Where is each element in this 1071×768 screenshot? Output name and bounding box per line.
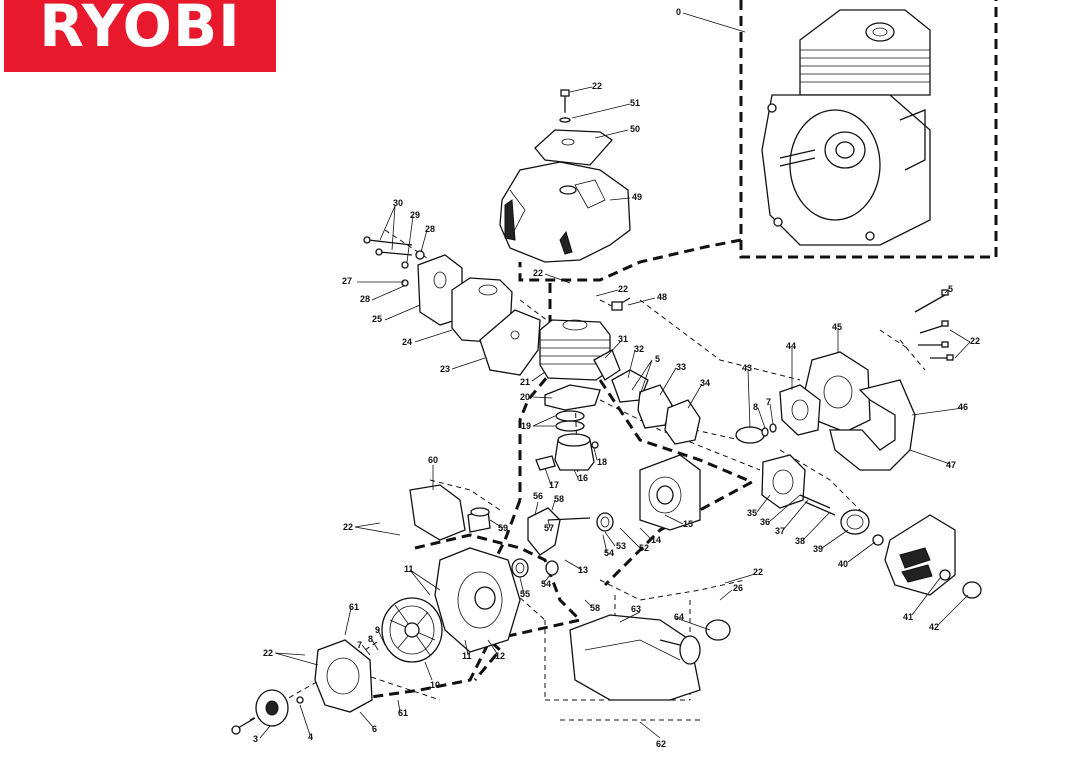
part-label: 0 bbox=[676, 7, 681, 17]
part-label: 47 bbox=[946, 460, 956, 470]
part-label: 43 bbox=[742, 363, 752, 373]
part-label: 23 bbox=[440, 364, 450, 374]
part-label: 22 bbox=[343, 522, 353, 532]
part-label: 58 bbox=[554, 494, 564, 504]
part-label: 22 bbox=[753, 567, 763, 577]
part-label: 30 bbox=[393, 198, 403, 208]
part-label: 12 bbox=[495, 651, 505, 661]
part-label: 29 bbox=[410, 210, 420, 220]
part-label: 54 bbox=[541, 579, 551, 589]
part-label: 51 bbox=[630, 98, 640, 108]
part-label: 8 bbox=[368, 634, 373, 644]
part-label: 11 bbox=[462, 651, 472, 661]
part-label: 52 bbox=[639, 543, 649, 553]
part-label: 24 bbox=[402, 337, 412, 347]
part-label: 38 bbox=[795, 536, 805, 546]
part-label: 20 bbox=[520, 392, 530, 402]
part-label: 22 bbox=[618, 284, 628, 294]
part-label: 11 bbox=[404, 564, 414, 574]
part-labels: 0 22 51 50 49 30 29 28 27 28 25 24 23 22… bbox=[253, 7, 980, 749]
part-label: 22 bbox=[533, 268, 543, 278]
part-label: 45 bbox=[832, 322, 842, 332]
part-label: 31 bbox=[618, 334, 628, 344]
part-label: 9 bbox=[375, 625, 380, 635]
part-label: 13 bbox=[578, 565, 588, 575]
part-label: 53 bbox=[616, 541, 626, 551]
part-label: 58 bbox=[590, 603, 600, 613]
part-label: 34 bbox=[700, 378, 710, 388]
part-label: 7 bbox=[357, 640, 362, 650]
part-label: 4 bbox=[308, 732, 313, 742]
part-label: 22 bbox=[970, 336, 980, 346]
part-label: 62 bbox=[656, 739, 666, 749]
part-label: 22 bbox=[263, 648, 273, 658]
part-label: 48 bbox=[657, 292, 667, 302]
part-label: 46 bbox=[958, 402, 968, 412]
part-drawings bbox=[231, 89, 982, 735]
part-label: 64 bbox=[674, 612, 684, 622]
part-label: 37 bbox=[775, 526, 785, 536]
part-label: 5 bbox=[948, 284, 953, 294]
part-label: 19 bbox=[521, 421, 531, 431]
leader-lines bbox=[259, 12, 971, 739]
part-label: 28 bbox=[360, 294, 370, 304]
part-label: 27 bbox=[342, 276, 352, 286]
part-label: 61 bbox=[398, 708, 408, 718]
part-label: 41 bbox=[903, 612, 913, 622]
part-label: 32 bbox=[634, 344, 644, 354]
part-label: 55 bbox=[520, 589, 530, 599]
part-label: 59 bbox=[498, 523, 508, 533]
part-label: 50 bbox=[630, 124, 640, 134]
part-label: 3 bbox=[253, 734, 258, 744]
part-label: 63 bbox=[631, 604, 641, 614]
part-label: 35 bbox=[747, 508, 757, 518]
part-label: 33 bbox=[676, 362, 686, 372]
part-label: 44 bbox=[786, 341, 796, 351]
logo-text: RYOBI bbox=[39, 0, 241, 60]
part-label: 36 bbox=[760, 517, 770, 527]
part-label: 6 bbox=[372, 724, 377, 734]
part-label: 22 bbox=[592, 81, 602, 91]
engine-assembly-drawing bbox=[761, 9, 931, 246]
ryobi-logo: RYOBI bbox=[4, 0, 276, 72]
engine-inset bbox=[739, 0, 998, 259]
part-label: 18 bbox=[597, 457, 607, 467]
part-label: 57 bbox=[544, 523, 554, 533]
part-label: 14 bbox=[651, 535, 661, 545]
part-label: 16 bbox=[578, 473, 588, 483]
part-label: 15 bbox=[683, 519, 693, 529]
part-label: 10 bbox=[430, 680, 440, 690]
part-label: 21 bbox=[520, 377, 530, 387]
part-label: 25 bbox=[372, 314, 382, 324]
part-label: 28 bbox=[425, 224, 435, 234]
part-label: 7 bbox=[766, 397, 771, 407]
part-label: 17 bbox=[549, 480, 559, 490]
logo-background bbox=[4, 0, 276, 72]
part-label: 39 bbox=[813, 544, 823, 554]
part-label: 60 bbox=[428, 455, 438, 465]
part-label: 54 bbox=[604, 548, 614, 558]
part-label: 61 bbox=[349, 602, 359, 612]
part-label: 40 bbox=[838, 559, 848, 569]
part-label: 8 bbox=[753, 402, 758, 412]
part-label: 26 bbox=[733, 583, 743, 593]
part-label: 5 bbox=[655, 354, 660, 364]
part-label: 42 bbox=[929, 622, 939, 632]
part-label: 56 bbox=[533, 491, 543, 501]
part-label: 49 bbox=[632, 192, 642, 202]
